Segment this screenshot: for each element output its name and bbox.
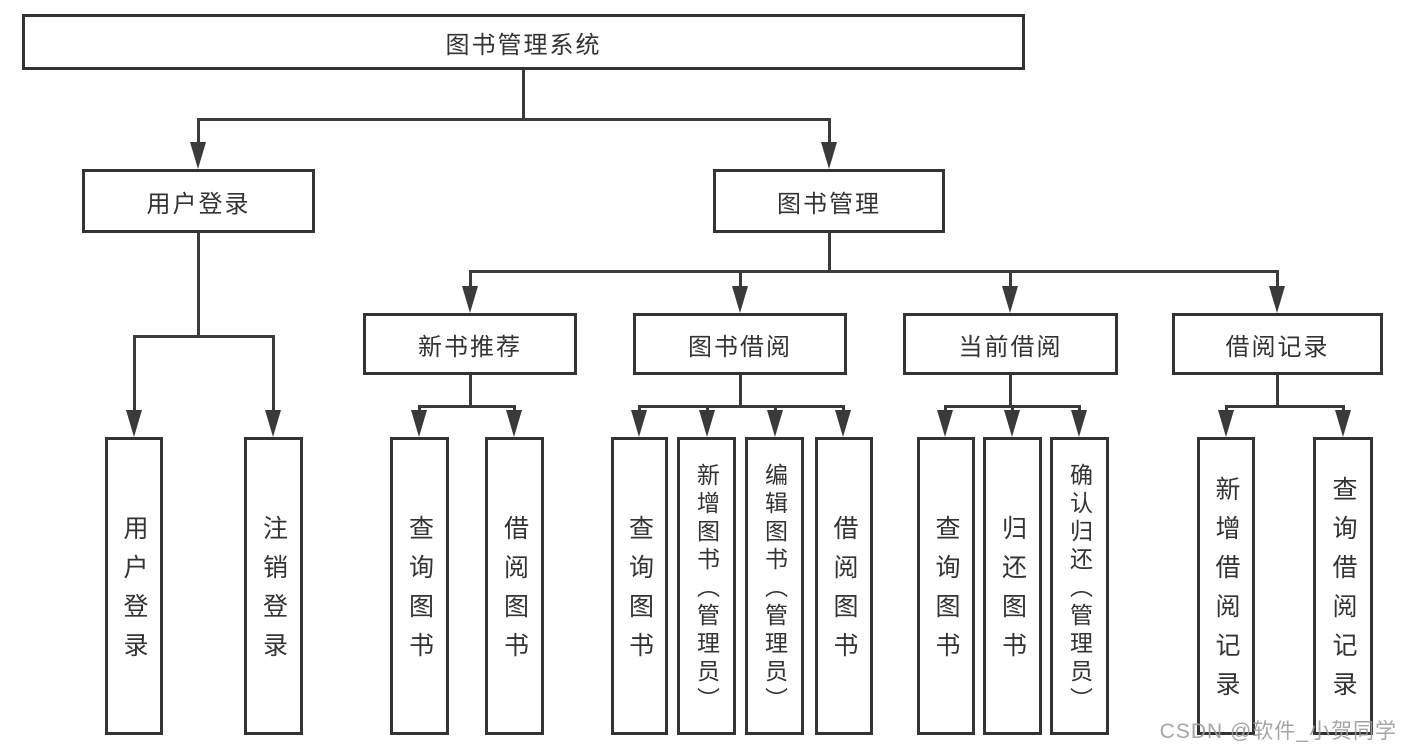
arrowhead-icon — [1002, 286, 1018, 313]
node-leaf-query-record: 查询借阅记录 — [1313, 437, 1373, 735]
node-label-leaf-confirm-return: 确认归还（管理员） — [1066, 462, 1093, 715]
arrowhead-icon — [411, 410, 427, 437]
node-borrowing-records: 借阅记录 — [1172, 313, 1383, 375]
node-label-leaf-user-login: 用户登录 — [120, 515, 148, 671]
node-label-leaf-return-book: 归还图书 — [998, 515, 1027, 671]
node-label-leaf-query-record: 查询借阅记录 — [1329, 476, 1357, 710]
node-label-leaf-add-record: 新增借阅记录 — [1212, 476, 1240, 710]
connector-stem-borrowing-records — [1276, 375, 1279, 408]
node-label-leaf-borrow-book-1: 借阅图书 — [500, 515, 529, 671]
connector-stem-current-borrowing — [1009, 375, 1012, 408]
arrowhead-icon — [1335, 410, 1351, 437]
connector-drop-book-borrowing — [638, 405, 641, 414]
node-leaf-query-book-1: 查询图书 — [390, 437, 449, 735]
node-label-book-borrowing: 图书借阅 — [688, 333, 792, 361]
node-label-leaf-add-book: 新增图书（管理员） — [693, 462, 720, 715]
node-leaf-borrow-book-2: 借阅图书 — [815, 437, 873, 735]
connector-stem-book-management — [828, 233, 831, 273]
node-label-leaf-borrow-book-2: 借阅图书 — [830, 515, 858, 671]
connector-branch-borrowing-records — [1225, 405, 1345, 408]
node-label-leaf-edit-book: 编辑图书（管理员） — [761, 462, 788, 715]
node-label-root: 图书管理系统 — [445, 31, 602, 59]
node-label-leaf-logout: 注销登录 — [259, 515, 288, 671]
node-label-current-borrowing: 当前借阅 — [958, 333, 1063, 361]
connector-drop-new-book-recommend — [513, 405, 516, 414]
arrowhead-icon — [732, 286, 748, 313]
connector-drop-current-borrowing — [1078, 405, 1081, 414]
arrowhead-icon — [1269, 286, 1285, 313]
connector-drop-book-management — [739, 270, 742, 290]
connector-drop-book-management — [1276, 270, 1279, 290]
connector-drop-book-borrowing — [774, 405, 777, 414]
arrowhead-icon — [265, 410, 281, 437]
connector-stem-root — [522, 70, 525, 121]
node-label-leaf-query-book-1: 查询图书 — [405, 515, 434, 671]
connector-drop-new-book-recommend — [418, 405, 421, 414]
connector-drop-book-management — [1009, 270, 1012, 290]
node-leaf-user-login: 用户登录 — [105, 437, 163, 735]
arrowhead-icon — [1218, 410, 1234, 437]
node-label-borrowing-records: 借阅记录 — [1225, 333, 1330, 361]
arrowhead-icon — [190, 142, 206, 169]
arrowhead-icon — [462, 286, 478, 313]
connector-drop-borrowing-records — [1342, 405, 1345, 414]
connector-drop-root — [197, 118, 200, 146]
node-label-new-book-recommend: 新书推荐 — [418, 333, 522, 361]
connector-drop-book-borrowing — [842, 405, 845, 414]
arrowhead-icon — [1004, 410, 1020, 437]
connector-stem-new-book-recommend — [469, 375, 472, 408]
connector-stem-book-borrowing — [739, 375, 742, 408]
node-leaf-borrow-book-1: 借阅图书 — [485, 437, 544, 735]
arrowhead-icon — [835, 410, 851, 437]
connector-branch-root — [197, 118, 831, 121]
node-leaf-logout: 注销登录 — [244, 437, 303, 735]
arrowhead-icon — [937, 410, 953, 437]
connector-branch-new-book-recommend — [418, 405, 516, 408]
node-label-leaf-query-book-3: 查询图书 — [932, 515, 960, 671]
arrowhead-icon — [631, 410, 647, 437]
arrowhead-icon — [699, 410, 715, 437]
connector-drop-root — [828, 118, 831, 146]
connector-branch-book-borrowing — [638, 405, 845, 408]
node-label-leaf-query-book-2: 查询图书 — [625, 515, 654, 671]
node-label-user-login: 用户登录 — [146, 190, 251, 218]
arrowhead-icon — [506, 410, 522, 437]
connector-drop-current-borrowing — [944, 405, 947, 414]
arrowhead-icon — [821, 142, 837, 169]
connector-drop-user-login — [133, 335, 136, 414]
connector-drop-borrowing-records — [1225, 405, 1228, 414]
node-leaf-query-book-2: 查询图书 — [611, 437, 668, 735]
node-leaf-add-record: 新增借阅记录 — [1197, 437, 1255, 735]
arrowhead-icon — [1071, 410, 1087, 437]
watermark-text: CSDN @软件_小贺同学 — [1159, 720, 1397, 743]
node-leaf-query-book-3: 查询图书 — [917, 437, 975, 735]
connector-drop-user-login — [272, 335, 275, 414]
connector-branch-user-login — [133, 335, 275, 338]
connector-drop-current-borrowing — [1011, 405, 1014, 414]
connector-drop-book-management — [469, 270, 472, 290]
node-book-borrowing: 图书借阅 — [633, 313, 847, 375]
node-leaf-return-book: 归还图书 — [983, 437, 1042, 735]
node-leaf-confirm-return: 确认归还（管理员） — [1050, 437, 1109, 735]
node-current-borrowing: 当前借阅 — [903, 313, 1118, 375]
node-label-book-management: 图书管理 — [777, 190, 881, 218]
node-new-book-recommend: 新书推荐 — [363, 313, 577, 375]
connector-stem-user-login — [197, 233, 200, 338]
connector-drop-book-borrowing — [706, 405, 709, 414]
node-root: 图书管理系统 — [22, 14, 1025, 70]
node-book-management: 图书管理 — [713, 169, 945, 233]
node-leaf-add-book: 新增图书（管理员） — [677, 437, 736, 735]
node-leaf-edit-book: 编辑图书（管理员） — [745, 437, 804, 735]
node-user-login: 用户登录 — [82, 169, 315, 233]
arrowhead-icon — [767, 410, 783, 437]
connector-branch-book-management — [469, 270, 1279, 273]
arrowhead-icon — [126, 410, 142, 437]
